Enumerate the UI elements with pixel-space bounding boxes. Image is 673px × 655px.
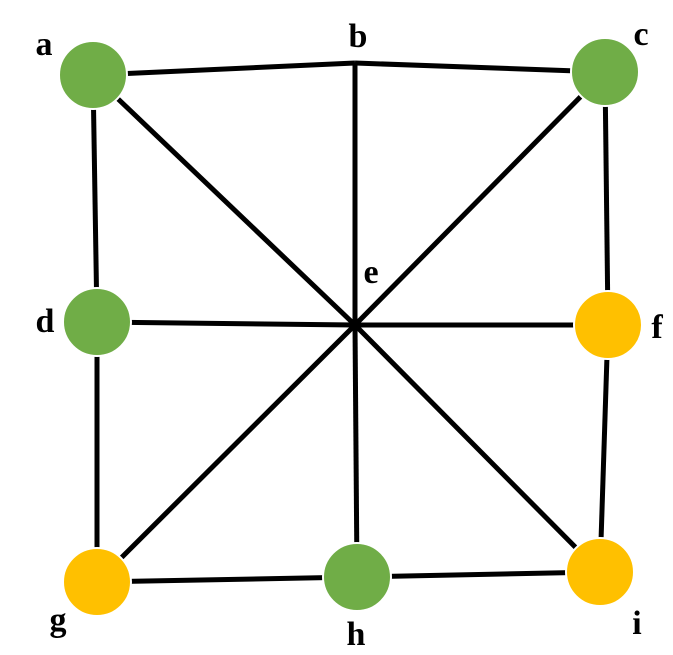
node-label-c: c [633, 16, 648, 53]
node-label-f: f [651, 309, 663, 346]
node-g [62, 547, 132, 617]
edge-a-e [91, 73, 357, 327]
node-label-g: g [50, 602, 67, 639]
edge-c-f [602, 71, 611, 326]
node-label-a: a [36, 26, 53, 63]
node-label-i: i [632, 605, 641, 642]
edge-b-c [354, 60, 606, 75]
nodes-group [58, 37, 643, 617]
labels-group: a b c d e f g h i [36, 16, 664, 653]
edge-c-e [353, 70, 607, 327]
edges-group [90, 60, 611, 585]
node-label-h: h [347, 616, 366, 653]
edge-d-e [96, 319, 356, 328]
edge-g-h [96, 574, 358, 585]
node-c [570, 37, 640, 107]
node-label-e: e [363, 254, 378, 291]
edge-h-i [356, 569, 601, 580]
edge-a-d [90, 74, 100, 323]
edge-g-e [95, 323, 357, 584]
edge-a-b [92, 60, 356, 78]
edge-i-e [353, 323, 602, 574]
node-f [573, 290, 643, 360]
edge-f-i [597, 324, 611, 573]
node-label-d: d [36, 303, 55, 340]
node-a [58, 40, 128, 110]
node-d [62, 287, 132, 357]
edge-h-e [352, 324, 360, 578]
node-i [565, 537, 635, 607]
node-label-b: b [349, 18, 368, 55]
node-h [322, 542, 392, 612]
